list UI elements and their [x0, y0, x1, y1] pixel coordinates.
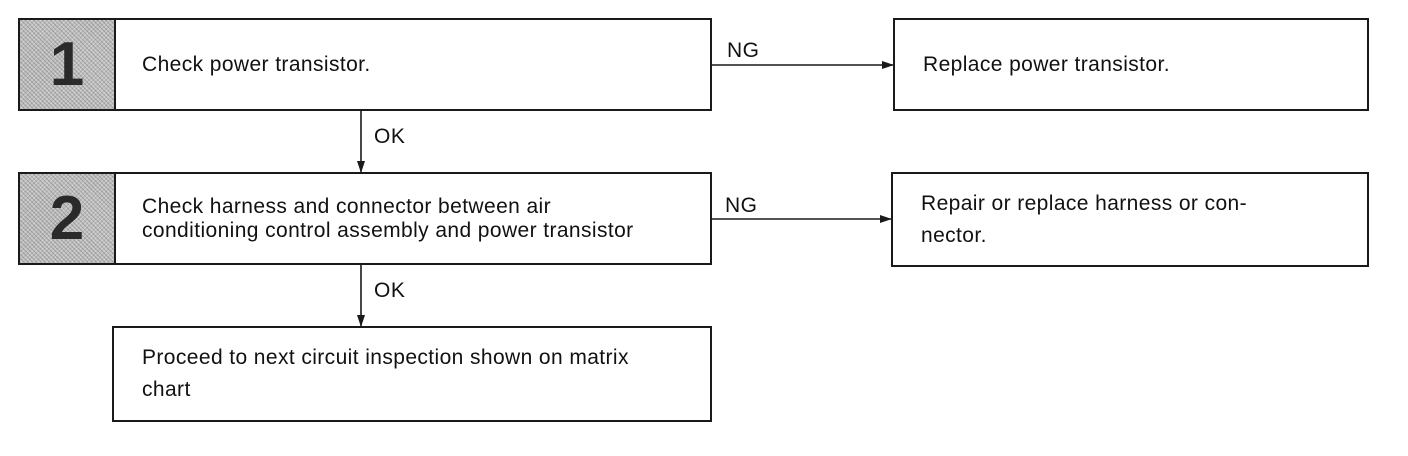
step-2-ng-label: NG	[725, 194, 758, 217]
final-step-text: Proceed to next circuit inspection shown…	[142, 346, 629, 401]
step-1-box: 1 Check power transistor.	[18, 18, 712, 111]
step-2-ok-label: OK	[374, 279, 406, 302]
step-2-text: Check harness and connector between air …	[142, 194, 634, 242]
step-1-ng-label: NG	[727, 39, 760, 62]
final-step-box: Proceed to next circuit inspection shown…	[112, 326, 712, 422]
step-2-ng-action-text: Repair or replace harness or con- nector…	[921, 191, 1248, 247]
step-1-ng-action-text: Replace power transistor.	[923, 52, 1170, 76]
step-1-text: Check power transistor.	[142, 52, 371, 76]
step-1-ng-action-box: Replace power transistor.	[893, 18, 1369, 111]
step-1-number: 1	[20, 20, 116, 109]
step-2-number: 2	[20, 174, 116, 263]
step-2-ng-action-box: Repair or replace harness or con- nector…	[891, 172, 1369, 267]
step-2-box: 2 Check harness and connector between ai…	[18, 172, 712, 265]
step-1-ok-label: OK	[374, 125, 406, 148]
